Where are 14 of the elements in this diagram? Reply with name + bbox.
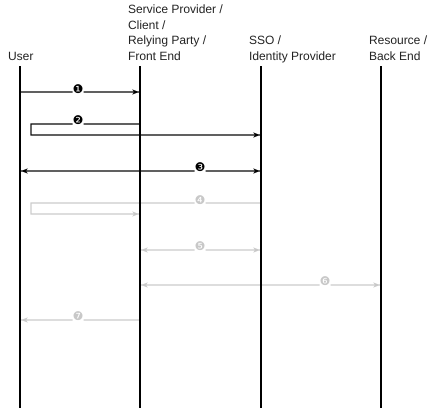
step-number: ❷: [72, 114, 84, 127]
message-arrow: [21, 168, 260, 174]
message-arrow: [30, 123, 260, 138]
step-number: ❸: [194, 161, 206, 174]
participant-label: Resource / Back End: [369, 33, 428, 64]
message-arrow: [21, 89, 139, 95]
step-number: ❶: [72, 83, 84, 96]
participant-label: User: [8, 48, 34, 64]
message-arrow: [141, 247, 260, 253]
message-arrow: [30, 202, 260, 217]
message-arrow: [21, 317, 139, 323]
message-arrow: [141, 282, 380, 288]
participant-label: Service Provider / Client / Relying Party / Front End: [128, 2, 224, 64]
participant-label: SSO / Identity Provider: [249, 33, 337, 64]
